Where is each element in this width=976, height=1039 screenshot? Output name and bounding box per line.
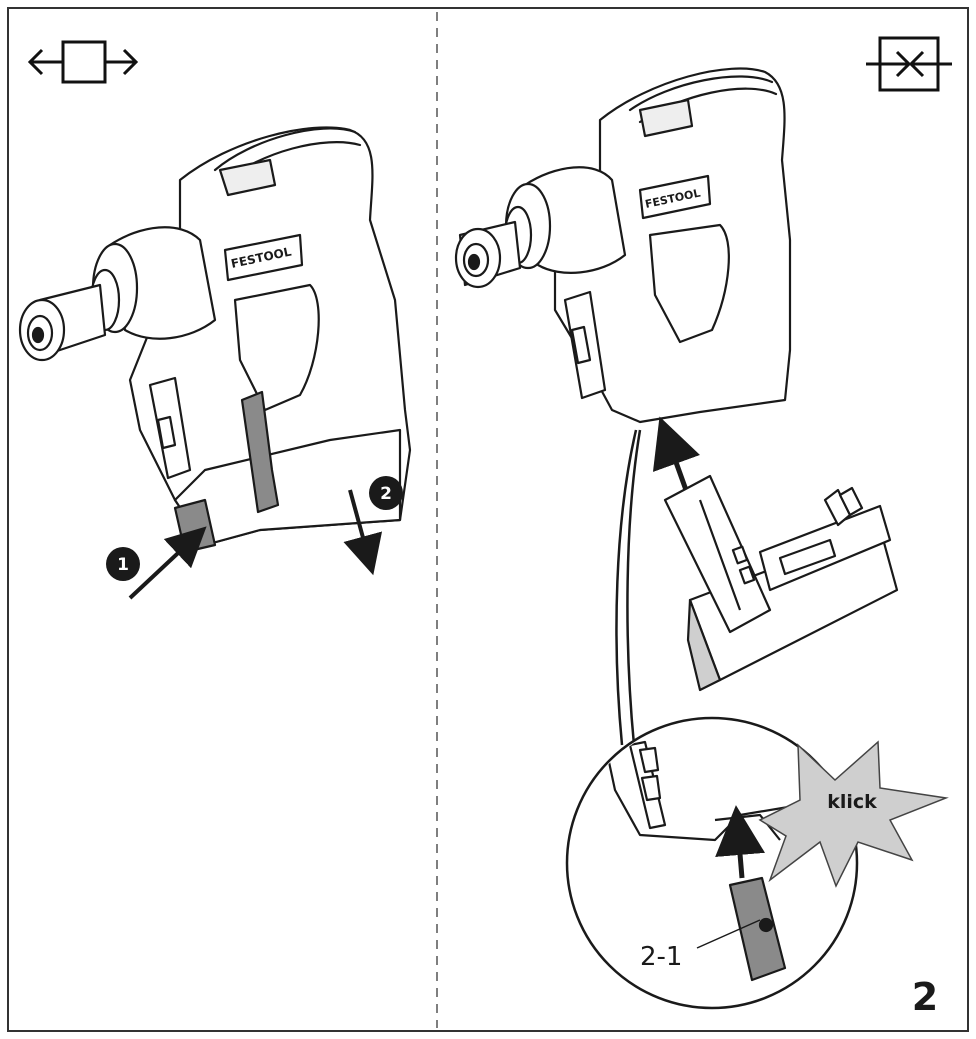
klick-label: klick <box>827 791 877 813</box>
arrow-step-2 <box>343 489 383 576</box>
right-drill-illustration: FESTOOL <box>454 67 792 424</box>
right-drill-chuck <box>523 166 627 274</box>
arrow-step-1 <box>128 526 207 600</box>
arrow-latch-up <box>715 805 765 879</box>
expand-arrows-icon <box>27 40 139 84</box>
callout-1: 1 <box>106 547 140 581</box>
left-release-button <box>240 390 280 514</box>
contract-arrows-icon <box>866 36 952 92</box>
figure-number: 2 <box>912 975 938 1019</box>
left-drill-illustration: FESTOOL <box>18 126 412 554</box>
battery-pack-illustration <box>663 474 899 692</box>
zoom-connector <box>615 429 638 746</box>
right-drill-handle-opening <box>648 223 730 344</box>
callout-2: 2 <box>369 476 403 510</box>
left-drill-chuck <box>108 226 217 340</box>
detail-release-latch <box>728 876 787 982</box>
part-leader-line <box>696 919 761 949</box>
left-drill-handle-opening <box>233 283 320 412</box>
callout-1-label: 1 <box>117 555 129 575</box>
part-label-2-1: 2-1 <box>640 942 682 972</box>
klick-starburst: klick <box>758 740 949 888</box>
detail-zoom-circle <box>565 716 859 1010</box>
left-battery-pack <box>173 428 402 547</box>
callout-2-label: 2 <box>380 484 392 504</box>
